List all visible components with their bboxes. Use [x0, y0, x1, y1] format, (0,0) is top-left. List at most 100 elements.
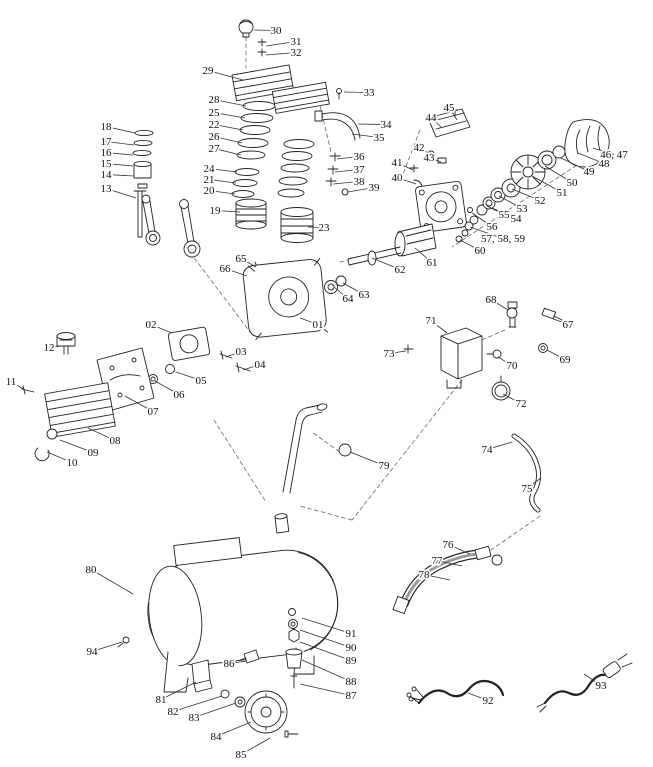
part-label-10: 10	[67, 457, 79, 469]
leader-line-51	[531, 175, 563, 193]
part-label-06: 06	[174, 389, 186, 401]
part-label-41: 41	[392, 157, 403, 169]
part-label-01: 01	[313, 319, 324, 331]
leader-line-15	[105, 163, 134, 167]
part-label-09: 09	[88, 447, 100, 459]
part-label-88: 88	[346, 676, 358, 688]
leader-line-63	[342, 282, 365, 295]
part-label-38: 38	[354, 176, 366, 188]
part-label-94: 94	[87, 646, 99, 658]
leader-line-46-47	[592, 147, 615, 155]
part-label-90: 90	[346, 642, 358, 654]
part-label-43: 43	[424, 152, 436, 164]
leader-line-10	[46, 451, 73, 463]
breather-cap-drawing	[238, 19, 267, 57]
part-label-51: 51	[557, 187, 568, 199]
leader-line-73	[388, 350, 407, 354]
leader-line-74	[486, 441, 513, 450]
leader-line-92	[467, 692, 489, 701]
leader-line-94	[91, 641, 123, 652]
part-label-39: 39	[369, 182, 381, 194]
leader-line-28	[213, 99, 247, 107]
leader-line-45	[448, 107, 458, 121]
piston-rod-drawing	[132, 129, 201, 258]
hose-drawing	[392, 433, 542, 615]
leader-line-91	[301, 617, 352, 634]
part-label-34: 34	[381, 119, 393, 131]
part-label-53: 53	[517, 203, 529, 215]
part-label-73: 73	[384, 348, 396, 360]
air-filter-drawing	[409, 108, 471, 193]
leader-line-86	[228, 660, 248, 664]
leader-line-71	[430, 320, 448, 334]
part-label-15: 15	[101, 158, 113, 170]
part-label-42: 42	[414, 142, 425, 154]
part-label-65: 65	[236, 253, 248, 265]
leader-line-77	[436, 560, 463, 567]
leader-line-19	[214, 210, 241, 213]
part-label-19: 19	[210, 205, 222, 217]
part-label-55: 55	[499, 209, 511, 221]
crankcase-drawing	[242, 257, 329, 341]
leader-line-62	[371, 257, 401, 270]
part-label-31: 31	[291, 36, 302, 48]
leader-line-48	[577, 152, 605, 164]
leader-line-70	[497, 356, 513, 366]
leader-line-40	[396, 177, 417, 185]
part-label-61: 61	[427, 257, 438, 269]
leader-line-39	[347, 187, 375, 193]
part-label-77: 77	[432, 555, 444, 567]
motor-drawing	[245, 180, 467, 294]
part-label-78: 78	[419, 569, 431, 581]
leader-line-17	[105, 141, 135, 146]
leader-line-90	[299, 629, 352, 648]
leader-line-01	[299, 317, 319, 325]
leader-line-25	[213, 112, 246, 119]
leader-line-76	[447, 544, 471, 555]
part-label-79: 79	[379, 460, 391, 472]
part-label-05: 05	[196, 375, 208, 387]
leader-line-03	[225, 351, 242, 358]
leader-line-21	[208, 179, 237, 184]
part-label-81: 81	[156, 694, 167, 706]
part-label-62: 62	[395, 264, 406, 276]
leader-line-33	[343, 91, 370, 93]
part-label-30: 30	[271, 25, 283, 37]
part-label-74: 74	[482, 444, 494, 456]
leader-line-04	[242, 364, 261, 371]
part-label-40: 40	[392, 172, 404, 184]
leader-line-37	[334, 169, 360, 173]
leader-line-20	[208, 190, 236, 195]
part-label-18: 18	[101, 121, 113, 133]
part-label-16: 16	[101, 147, 113, 159]
leader-line-75	[526, 477, 542, 489]
leader-line-93	[583, 673, 602, 686]
leader-line-38	[332, 181, 360, 185]
leader-line-31	[265, 41, 297, 47]
part-label-35: 35	[374, 132, 386, 144]
leader-line-42	[418, 147, 431, 155]
leader-line-60	[459, 239, 481, 251]
fan-cover-drawing	[455, 119, 610, 243]
leader-line-02	[150, 324, 173, 334]
leader-line-43	[428, 157, 442, 163]
leader-line-83	[193, 702, 237, 718]
leader-line-30	[253, 29, 277, 31]
leader-line-80	[90, 569, 134, 595]
part-label-80: 80	[86, 564, 98, 576]
part-label-23: 23	[319, 222, 331, 234]
part-label-36: 36	[354, 151, 366, 163]
part-label-89: 89	[346, 655, 358, 667]
part-label-72: 72	[516, 398, 527, 410]
part-label-87: 87	[346, 690, 358, 702]
leader-line-52	[511, 188, 541, 201]
leader-line-69	[546, 349, 566, 360]
part-label-82: 82	[168, 706, 179, 718]
leader-line-07	[124, 395, 154, 412]
part-label-13: 13	[101, 183, 113, 195]
part-label-69: 69	[560, 354, 572, 366]
part-label-66: 66	[220, 263, 232, 275]
part-label-33: 33	[364, 87, 376, 99]
pump-head-drawing	[21, 326, 251, 462]
